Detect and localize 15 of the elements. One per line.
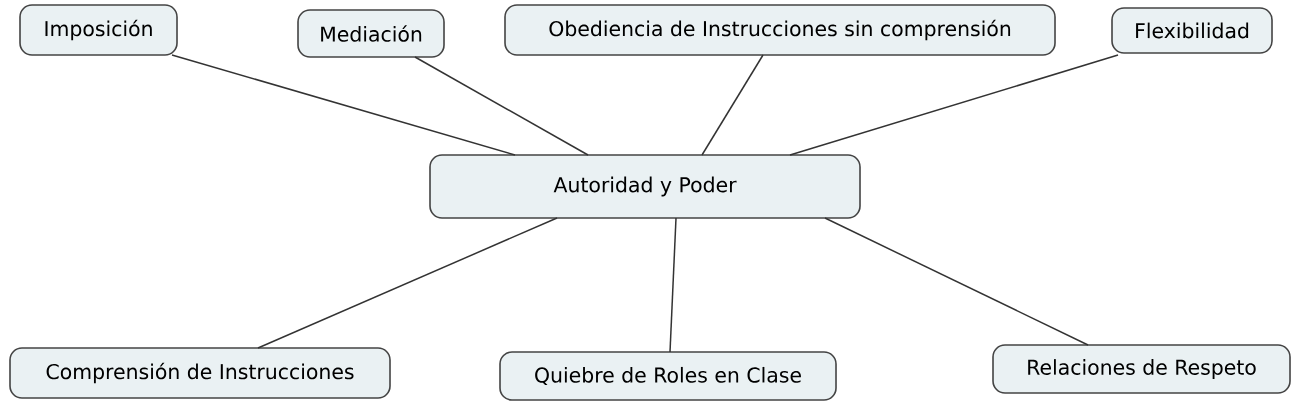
concept-box: Comprensión de Instrucciones [9, 347, 391, 399]
concept-box: Mediación [297, 9, 445, 58]
concept-box: Flexibilidad [1111, 7, 1273, 54]
connector-line [789, 54, 1119, 156]
connector-line [171, 54, 516, 156]
connector-line [669, 217, 677, 353]
connector-line [701, 54, 764, 156]
concept-box: Autoridad y Poder [429, 154, 861, 219]
connector-line [257, 217, 558, 349]
concept-box: Imposición [19, 4, 178, 56]
concept-box: Quiebre de Roles en Clase [499, 351, 837, 401]
connector-line [824, 217, 1089, 346]
connector-line [414, 56, 589, 156]
concept-box: Obediencia de Instrucciones sin comprensión [504, 4, 1056, 56]
concept-box: Relaciones de Respeto [992, 344, 1291, 394]
